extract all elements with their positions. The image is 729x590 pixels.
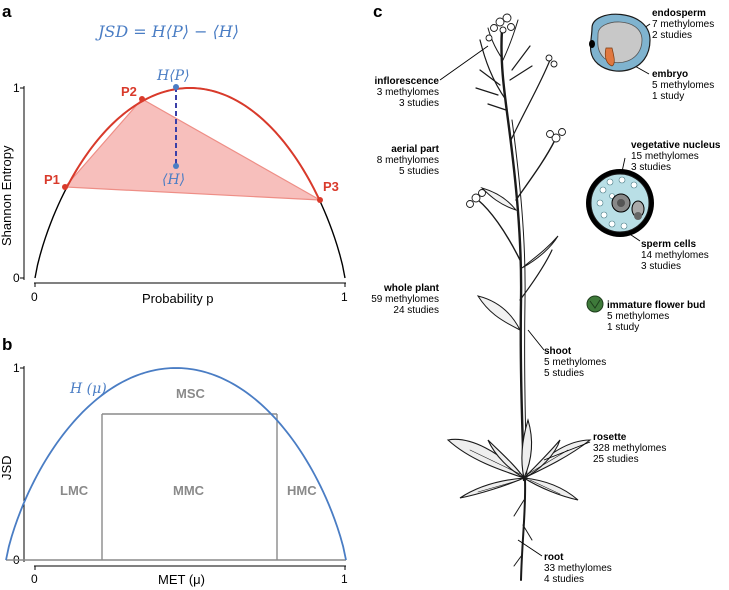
b-region-hmc: HMC <box>287 483 317 498</box>
tissue-label-immature-flower-bud: immature flower bud 5 methylomes 1 study <box>607 300 705 333</box>
flower-bud-illustration <box>586 295 604 313</box>
a-x-tick-label-1: 1 <box>341 290 348 304</box>
tissue-name: sperm cells <box>641 239 696 250</box>
tissue-studies: 4 studies <box>544 574 584 585</box>
tissue-name: inflorescence <box>375 76 440 87</box>
tissue-methylomes: 328 methylomes <box>593 443 666 454</box>
tissue-methylomes: 14 methylomes <box>641 250 709 261</box>
tissue-studies: 3 studies <box>631 162 671 173</box>
b-y-tick-label-1: 1 <box>13 361 20 375</box>
a-y-tick-label-1: 1 <box>13 81 20 95</box>
tissue-label-sperm-cells: sperm cells 14 methylomes 3 studies <box>641 239 709 272</box>
tissue-label-endosperm: endosperm 7 methylomes 2 studies <box>652 8 714 41</box>
b-x-tick-label-1: 1 <box>341 572 348 586</box>
panel-c-letter: c <box>373 2 382 21</box>
tissue-label-root: root 33 methylomes 4 studies <box>544 552 612 585</box>
a-label-p2: P2 <box>121 84 137 99</box>
tissue-methylomes: 8 methylomes <box>377 155 439 166</box>
a-label-p1: P1 <box>44 172 60 187</box>
panel-a: a JSD = H⟨P⟩ − ⟨H⟩ 1 0 0 1 Probability p… <box>0 2 348 306</box>
a-mixture-triangle <box>63 98 321 201</box>
panel-b: b 1 0 0 1 MET (μ) JSD H (μ) LMC MSC MMC … <box>0 335 348 587</box>
b-x-tick-label-0: 0 <box>31 572 38 586</box>
tissue-studies: 25 studies <box>593 454 639 465</box>
tissue-label-embryo: embryo 5 methylomes 1 study <box>652 69 714 102</box>
tissue-name: whole plant <box>383 283 440 294</box>
b-curve-label: H (μ) <box>69 381 107 397</box>
tissue-methylomes: 7 methylomes <box>652 19 714 30</box>
a-top-marker <box>173 84 179 90</box>
tissue-label-inflorescence: inflorescence 3 methylomes 3 studies <box>375 76 440 109</box>
a-point-p1 <box>62 184 68 190</box>
tissue-label-whole-plant: whole plant 59 methylomes 24 studies <box>371 283 439 316</box>
b-region-msc: MSC <box>176 386 206 401</box>
tissue-methylomes: 3 methylomes <box>377 87 439 98</box>
tissue-name: root <box>544 552 564 563</box>
tissue-studies: 5 studies <box>544 368 584 379</box>
tissue-name: immature flower bud <box>607 300 705 311</box>
a-point-p2 <box>139 96 145 102</box>
tissue-name: vegetative nucleus <box>631 140 721 151</box>
tissue-studies: 1 study <box>607 322 639 333</box>
tissue-label-rosette: rosette 328 methylomes 25 studies <box>593 432 666 465</box>
a-x-axis-label: Probability p <box>142 291 214 306</box>
tissue-methylomes: 5 methylomes <box>652 80 714 91</box>
tissue-name: embryo <box>652 69 688 80</box>
b-region-lmc: LMC <box>60 483 89 498</box>
panel-a-letter: a <box>2 2 12 21</box>
tissue-methylomes: 5 methylomes <box>607 311 669 322</box>
tissue-studies: 3 studies <box>399 98 439 109</box>
seed-illustration <box>589 13 651 72</box>
tissue-studies: 2 studies <box>652 30 692 41</box>
a-top-marker-label: H⟨P⟩ <box>156 68 190 84</box>
tissue-methylomes: 15 methylomes <box>631 151 699 162</box>
a-label-p3: P3 <box>323 179 339 194</box>
panel-b-letter: b <box>2 335 12 354</box>
tissue-studies: 3 studies <box>641 261 681 272</box>
tissue-name: shoot <box>544 346 572 357</box>
a-y-tick-label-0: 0 <box>13 271 20 285</box>
a-entropy-curve-segment <box>65 87 322 203</box>
a-point-p3 <box>317 197 323 203</box>
b-y-axis-label: JSD <box>0 455 14 480</box>
b-region-mmc: MMC <box>173 483 205 498</box>
arabidopsis-plant-illustration <box>446 13 592 581</box>
tissue-studies: 5 studies <box>399 166 439 177</box>
tissue-label-shoot: shoot 5 methylomes 5 studies <box>544 346 606 379</box>
jsd-formula: JSD = H⟨P⟩ − ⟨H⟩ <box>95 22 239 41</box>
tissue-label-vegetative-nucleus: vegetative nucleus 15 methylomes 3 studi… <box>631 140 721 173</box>
tissue-studies: 24 studies <box>393 305 439 316</box>
panel-c: c <box>371 2 721 585</box>
tissue-name: aerial part <box>391 144 439 155</box>
a-bottom-marker <box>173 163 179 169</box>
tissue-name: rosette <box>593 432 627 443</box>
tissue-methylomes: 59 methylomes <box>371 294 439 305</box>
tissue-studies: 1 study <box>652 91 684 102</box>
a-x-tick-label-0: 0 <box>31 290 38 304</box>
tissue-methylomes: 5 methylomes <box>544 357 606 368</box>
panel-c-pointer-lines <box>439 23 651 557</box>
tissue-methylomes: 33 methylomes <box>544 563 612 574</box>
tissue-name: endosperm <box>652 8 706 19</box>
b-x-axis-label: MET (μ) <box>158 572 205 587</box>
pollen-illustration <box>586 169 654 237</box>
a-bottom-marker-label: ⟨H⟩ <box>162 172 185 188</box>
a-y-axis-label: Shannon Entropy <box>0 145 14 246</box>
b-entropy-curve <box>5 367 347 561</box>
tissue-label-aerial-part: aerial part 8 methylomes 5 studies <box>377 144 440 177</box>
